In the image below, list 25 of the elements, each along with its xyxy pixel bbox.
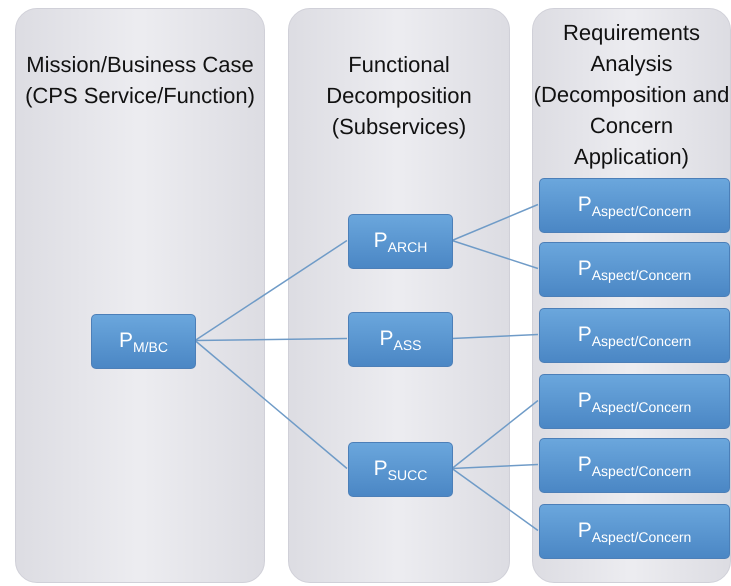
process-box: P$_{Aspect/Concern}$: [539, 438, 730, 493]
process-box: P$_{ARCH}$: [348, 214, 453, 269]
process-box: P$_{Aspect/Concern}$: [539, 374, 730, 429]
process-box: P$_{Aspect/Concern}$: [539, 178, 730, 233]
column-panel: [15, 8, 265, 583]
connector-line: [452, 334, 538, 340]
process-box: P$_{M/BC}$: [91, 314, 196, 369]
column-heading: Functional Decomposition (Subservices): [325, 51, 473, 141]
connector-line: [194, 340, 348, 470]
connector-line: [452, 464, 538, 470]
column-panel: [532, 8, 731, 583]
column-heading: Requirements Analysis (Decomposition and Concern Application): [533, 19, 730, 171]
connector-line: [452, 400, 538, 470]
column-panel: [288, 8, 510, 583]
process-box: P$_{Aspect/Concern}$: [539, 308, 730, 363]
process-box: P$_{ASS}$: [348, 312, 453, 367]
process-box: P$_{Aspect/Concern}$: [539, 242, 730, 297]
connector-line: [452, 468, 538, 532]
column-heading: Mission/Business Case (CPS Service/Function): [24, 51, 256, 110]
connector-line: [452, 204, 538, 242]
connector-line: [194, 240, 348, 342]
connector-line: [195, 338, 347, 342]
process-box: P$_{SUCC}$: [348, 442, 453, 497]
process-box: P$_{Aspect/Concern}$: [539, 504, 730, 559]
connector-line: [452, 240, 538, 270]
